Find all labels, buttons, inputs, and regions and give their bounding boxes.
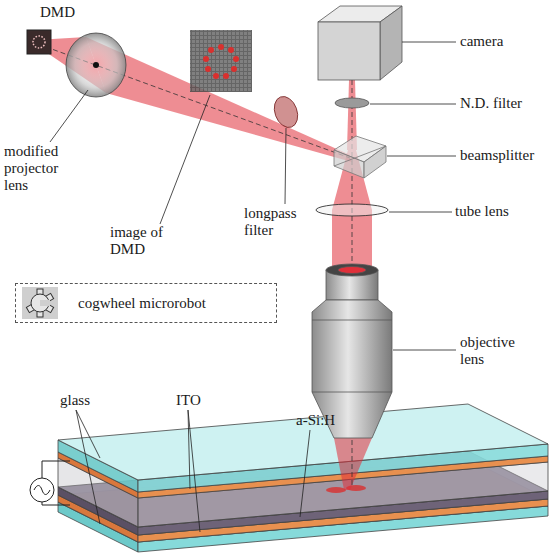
cogwheel-image: [22, 287, 58, 319]
leader-lines: [50, 42, 456, 532]
camera-body: [318, 6, 402, 80]
layer-label: glass: [60, 392, 90, 409]
inset-caption: cogwheel microrobot: [78, 295, 206, 312]
part-label: tube lens: [455, 203, 509, 220]
part-label: DMD: [40, 4, 75, 21]
part-label: objective lens: [460, 334, 540, 368]
part-label: camera: [460, 33, 503, 50]
inset-box: cogwheel microrobot: [15, 283, 277, 323]
layer-label: ITO: [176, 392, 201, 409]
dmd-chip: [27, 30, 51, 54]
ac-source: [30, 461, 70, 505]
objective-lens: [312, 264, 392, 438]
part-label: image of DMD: [110, 224, 168, 258]
part-label: modified projector lens: [4, 143, 82, 194]
dmd-image: [190, 30, 252, 92]
lens-focus: [93, 62, 99, 68]
part-label: beamsplitter: [460, 147, 534, 164]
tube-lens: [316, 204, 388, 216]
laser-beam: [36, 37, 372, 490]
nd-filter: [335, 98, 369, 108]
device-stack: [58, 404, 548, 552]
longpass-filter: [270, 93, 302, 131]
layer-label: a-Si:H: [296, 412, 335, 429]
beamsplitter-cube: [334, 136, 386, 178]
projector-lens: [66, 33, 126, 97]
part-label: longpass filter: [244, 205, 314, 239]
part-label: N.D. filter: [460, 95, 522, 112]
